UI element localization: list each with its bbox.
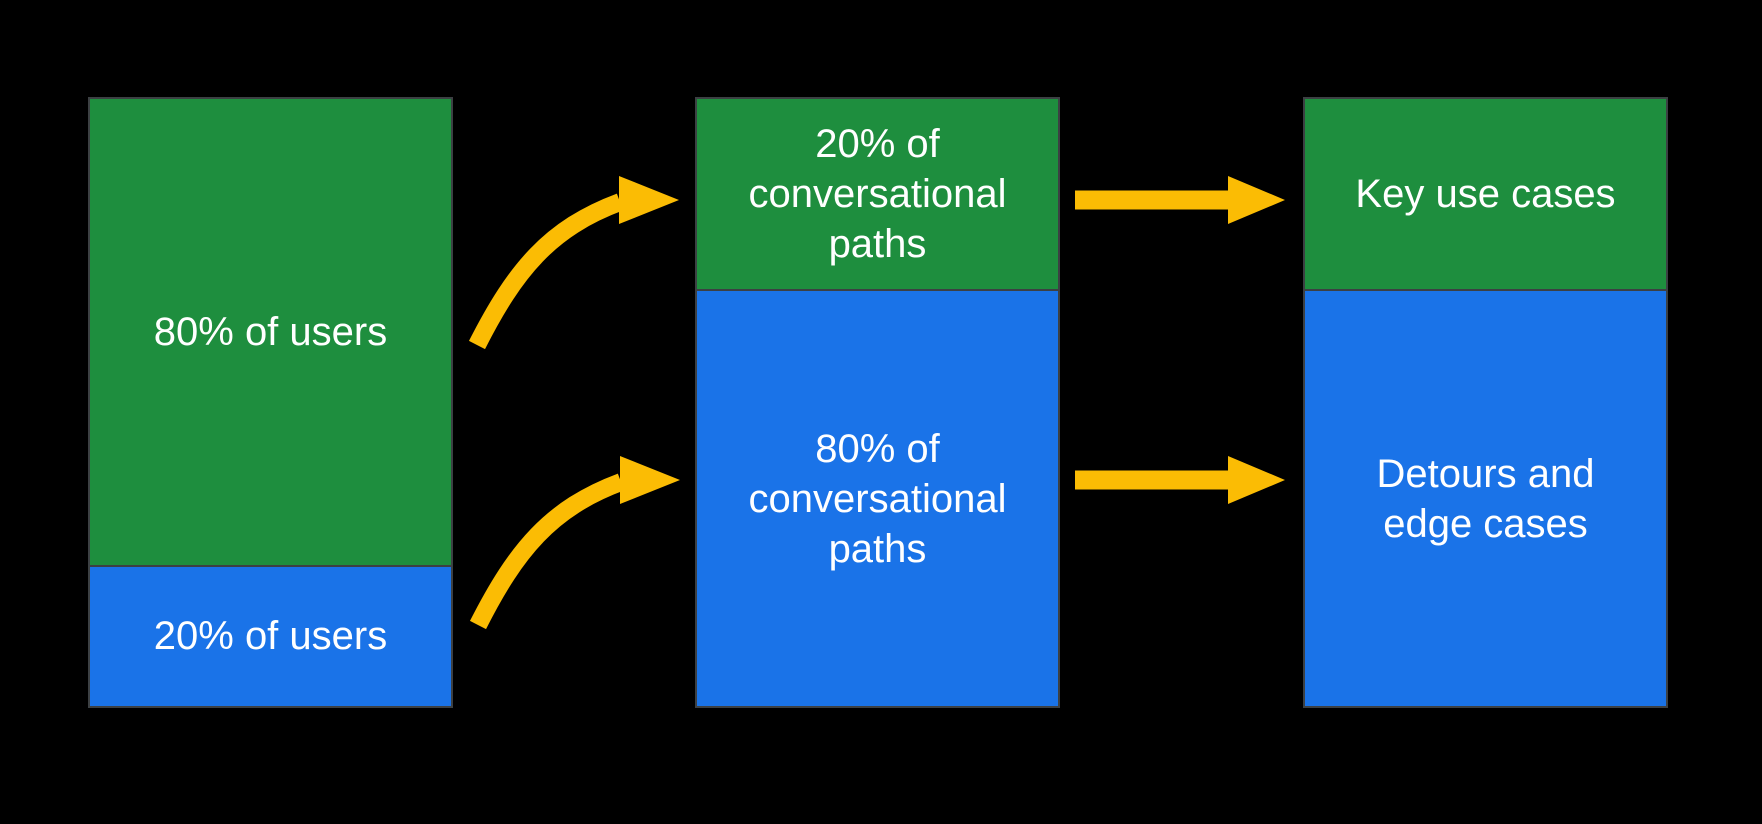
arrow-80-users-to-20-paths-icon (468, 176, 679, 350)
users-20-segment: 20% of users (88, 566, 453, 708)
users-80-label: 80% of users (153, 309, 388, 354)
paths-80-segment: 80% of conversational paths (695, 291, 1060, 708)
paths-20-label: 20% of conversational paths (748, 122, 1007, 267)
users-20-label: 20% of users (153, 614, 388, 659)
users-bar: 80% of users 20% of users (88, 97, 453, 708)
conversational-paths-bar: 20% of conversational paths 80% of conve… (695, 97, 1060, 708)
key-use-cases-segment: Key use cases (1303, 97, 1668, 292)
paths-20-segment: 20% of conversational paths (695, 97, 1060, 292)
paths-80-label: 80% of conversational paths (748, 426, 1007, 571)
detours-label: Detours and edge cases (1376, 451, 1595, 546)
detours-segment: Detours and edge cases (1303, 291, 1668, 708)
arrow-20-paths-to-key-use-cases-icon (1075, 176, 1285, 224)
outcomes-bar: Key use cases Detours and edge cases (1303, 97, 1668, 708)
arrow-80-paths-to-detours-icon (1075, 456, 1285, 504)
users-80-segment: 80% of users (88, 97, 453, 567)
key-use-cases-label: Key use cases (1355, 172, 1616, 217)
arrow-20-users-to-80-paths-icon (469, 456, 680, 630)
